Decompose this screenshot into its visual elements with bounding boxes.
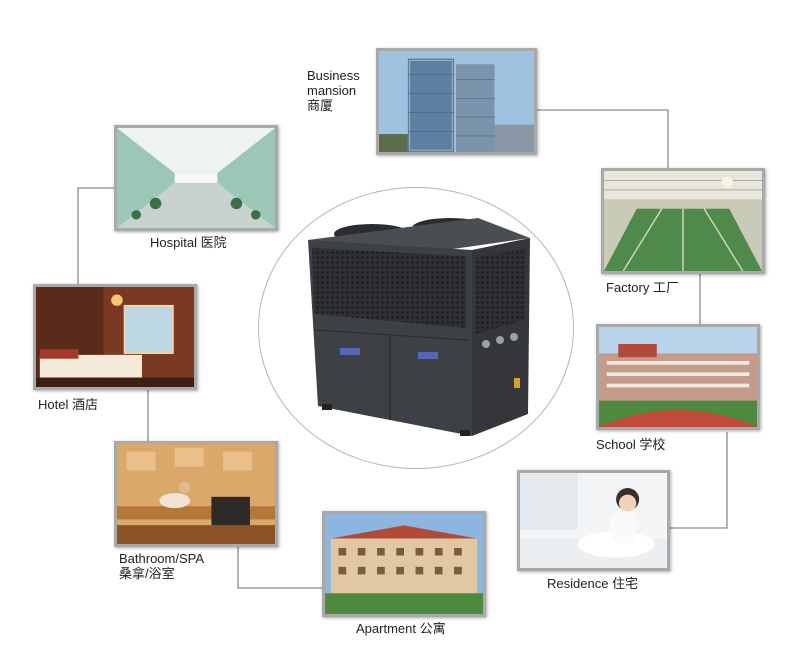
- business-mansion-photo: [376, 48, 537, 155]
- hotel-photo: [33, 284, 197, 390]
- residence-photo: [517, 470, 670, 571]
- business-mansion-caption: Business mansion 商厦: [307, 68, 360, 113]
- heat-pump-unit: [300, 210, 532, 440]
- hotel-caption: Hotel 酒店: [38, 397, 98, 412]
- school-photo: [596, 324, 760, 430]
- brand-logo: [340, 348, 360, 355]
- spa-photo: [114, 441, 278, 547]
- spa-caption: Bathroom/SPA 桑拿/浴室: [119, 551, 205, 581]
- residence-caption: Residence 住宅: [547, 576, 639, 591]
- factory-photo: [601, 168, 765, 274]
- hospital-photo: [114, 125, 278, 231]
- factory-caption: Factory 工厂: [606, 280, 679, 295]
- apartment-photo: [322, 511, 486, 617]
- hospital-caption: Hospital 医院: [150, 235, 227, 250]
- apartment-caption: Apartment 公寓: [356, 621, 446, 636]
- school-caption: School 学校: [596, 437, 666, 452]
